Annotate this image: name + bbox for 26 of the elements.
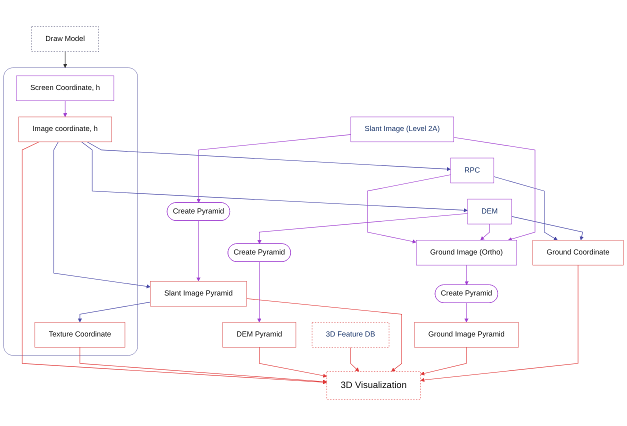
arrow <box>511 216 584 240</box>
node-box: 3D Visualization <box>326 371 421 400</box>
arrow <box>63 51 68 68</box>
arrow <box>464 302 468 323</box>
arrow <box>78 302 151 323</box>
arrow <box>420 347 467 376</box>
arrow <box>257 213 468 244</box>
arrow <box>22 142 327 384</box>
arrow <box>86 142 451 172</box>
arrow <box>80 347 327 384</box>
arrow <box>196 220 200 282</box>
arrow <box>480 224 490 240</box>
arrow <box>453 137 536 242</box>
arrow <box>420 264 578 382</box>
arrow <box>81 142 468 212</box>
arrow <box>54 142 151 288</box>
arrow <box>494 176 558 240</box>
arrow <box>350 347 360 372</box>
arrow <box>257 262 262 323</box>
arrow <box>464 264 469 286</box>
arrow <box>246 298 402 372</box>
arrow <box>63 100 68 118</box>
arrow <box>259 347 327 378</box>
arrow <box>196 134 352 204</box>
cluster <box>3 68 138 356</box>
arrow <box>367 174 451 244</box>
